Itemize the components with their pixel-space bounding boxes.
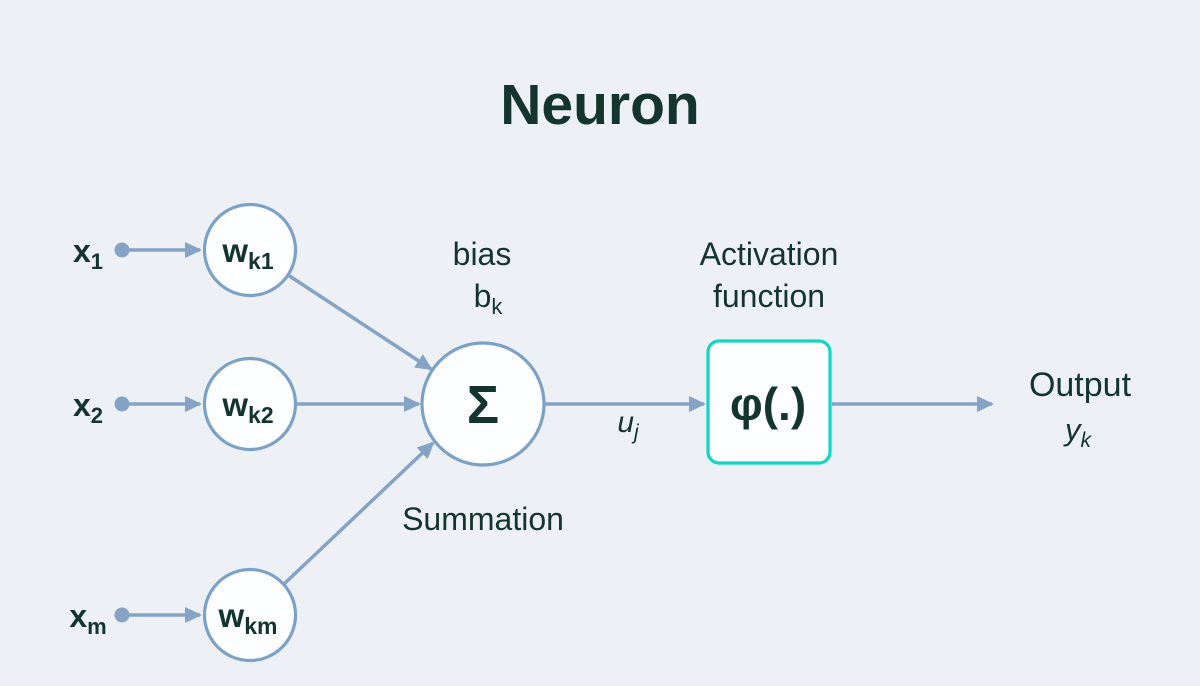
activation-label-line1: Activation: [700, 236, 839, 272]
activation-label-line2: function: [713, 278, 825, 314]
activation-symbol: φ(.): [730, 378, 806, 430]
input-row-x1: x1 wk1: [73, 202, 298, 298]
page-title: Neuron: [500, 73, 700, 137]
summation-label: Summation: [402, 501, 564, 537]
output-symbol-yk: yk: [1063, 412, 1093, 452]
weight-node-wkm: [202, 567, 298, 663]
sigma-symbol: Σ: [467, 375, 499, 435]
connector-wk1-summation: [287, 273, 433, 371]
bias-label: bias: [453, 236, 512, 272]
output-label: Output: [1029, 366, 1132, 404]
bias-symbol: bk: [474, 278, 504, 319]
input-row-xm: xm wkm: [69, 567, 298, 663]
input-label-x2: x2: [73, 387, 103, 428]
weight-label-wkm: wkm: [218, 597, 278, 639]
signal-label-uj: uj: [617, 406, 640, 444]
input-label-x1: x1: [73, 233, 103, 274]
input-dot-xm: [114, 607, 130, 623]
connector-wkm-summation: [282, 441, 435, 586]
input-label-xm: xm: [69, 598, 106, 639]
weight-label-wk2: wk2: [221, 386, 273, 428]
input-dot-x1: [114, 242, 130, 258]
weight-label-wk1: wk1: [221, 232, 273, 274]
weight-node-wk2: [202, 356, 298, 452]
weight-node-wk1: [202, 202, 298, 298]
input-dot-x2: [114, 396, 130, 412]
activation-box: [706, 339, 832, 465]
input-row-x2: x2 wk2: [73, 356, 298, 452]
